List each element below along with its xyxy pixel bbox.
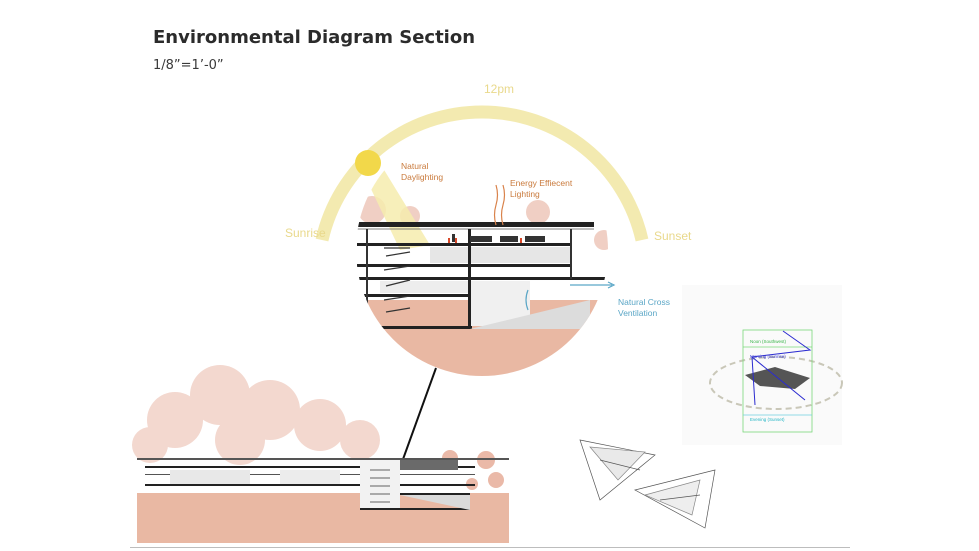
plan-sketches	[579, 439, 716, 529]
section-detail-circle	[355, 124, 608, 376]
callout-leader	[401, 367, 437, 463]
scale-label: 1/8”=1’-0”	[153, 58, 224, 73]
daylighting-line-2: Daylighting	[401, 172, 443, 182]
page-title: Environmental Diagram Section	[153, 27, 476, 48]
sunrise-label: Sunrise	[285, 226, 326, 240]
lighting-line-1: Energy Effiecent	[510, 178, 573, 188]
bottom-divider	[130, 547, 850, 548]
ventilation-arrows	[525, 281, 616, 311]
sun-icon	[355, 150, 381, 176]
daylighting-line-1: Natural	[401, 161, 429, 171]
orientation-diagram: Noon (Southwest) Morning (Sunrise) Eveni…	[682, 285, 843, 445]
ventilation-line-2: Ventilation	[618, 308, 657, 318]
heat-arrows	[493, 184, 506, 226]
ventilation-line-1: Natural Cross	[618, 297, 670, 307]
long-section	[132, 365, 509, 543]
evening-orientation-label: Evening (Sunset)	[750, 417, 785, 422]
sunset-label: Sunset	[654, 229, 692, 243]
lighting-line-2: Lighting	[510, 189, 540, 199]
noon-label: 12pm	[484, 82, 514, 96]
morning-orientation-label: Morning (Sunrise)	[750, 354, 786, 359]
noon-orientation-label: Noon (Southwest)	[750, 339, 787, 344]
sun-path-arc	[315, 105, 649, 242]
